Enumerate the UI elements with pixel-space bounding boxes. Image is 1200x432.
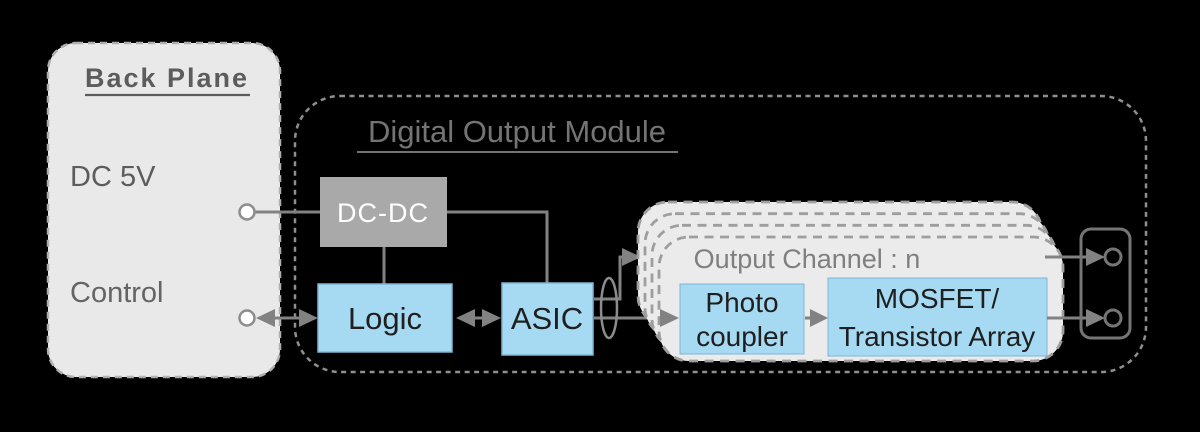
arrowhead-output-upper bbox=[1086, 248, 1105, 266]
dc5v-terminal bbox=[238, 203, 256, 221]
photocoupler-label-line1: Photo bbox=[705, 287, 778, 318]
arrowhead-control-left bbox=[256, 309, 275, 327]
mosfet-label-line1: MOSFET/ bbox=[875, 283, 1000, 314]
output-terminal-upper bbox=[1103, 247, 1123, 267]
backplane-title: Back Plane bbox=[85, 63, 249, 93]
output-terminal-lower bbox=[1103, 308, 1123, 328]
arrowhead-asic-right bbox=[482, 309, 501, 327]
dcdc-box bbox=[320, 177, 447, 247]
output-terminal-block bbox=[1079, 227, 1132, 340]
dcdc-label: DC-DC bbox=[337, 198, 429, 228]
channel-label: Output Channel : n bbox=[694, 244, 921, 274]
logic-label: Logic bbox=[348, 301, 422, 336]
arrowhead-logic-left bbox=[456, 309, 475, 327]
wire-dcdc-to-asic bbox=[447, 210, 549, 283]
arrowhead-into-photocoupler bbox=[660, 309, 679, 327]
asic-box bbox=[501, 282, 594, 356]
asic-label: ASIC bbox=[511, 301, 583, 336]
module-outline bbox=[293, 94, 1148, 374]
arrowhead-into-channel-n bbox=[622, 248, 641, 266]
dc5v-label: DC 5V bbox=[70, 161, 156, 193]
mosfet-label-line2: Transistor Array bbox=[839, 321, 1036, 352]
control-terminal bbox=[238, 309, 256, 327]
wire-bundle-ellipse bbox=[599, 276, 619, 340]
mosfet-box bbox=[827, 277, 1048, 357]
arrowhead-output-lower bbox=[1086, 309, 1105, 327]
control-label: Control bbox=[70, 277, 164, 309]
arrowhead-control-right bbox=[299, 309, 318, 327]
module-title: Digital Output Module bbox=[368, 114, 666, 149]
backplane-panel bbox=[46, 41, 282, 379]
photocoupler-label-line2: coupler bbox=[696, 321, 788, 352]
arrowhead-into-mosfet bbox=[810, 309, 828, 327]
photocoupler-box bbox=[679, 283, 805, 355]
